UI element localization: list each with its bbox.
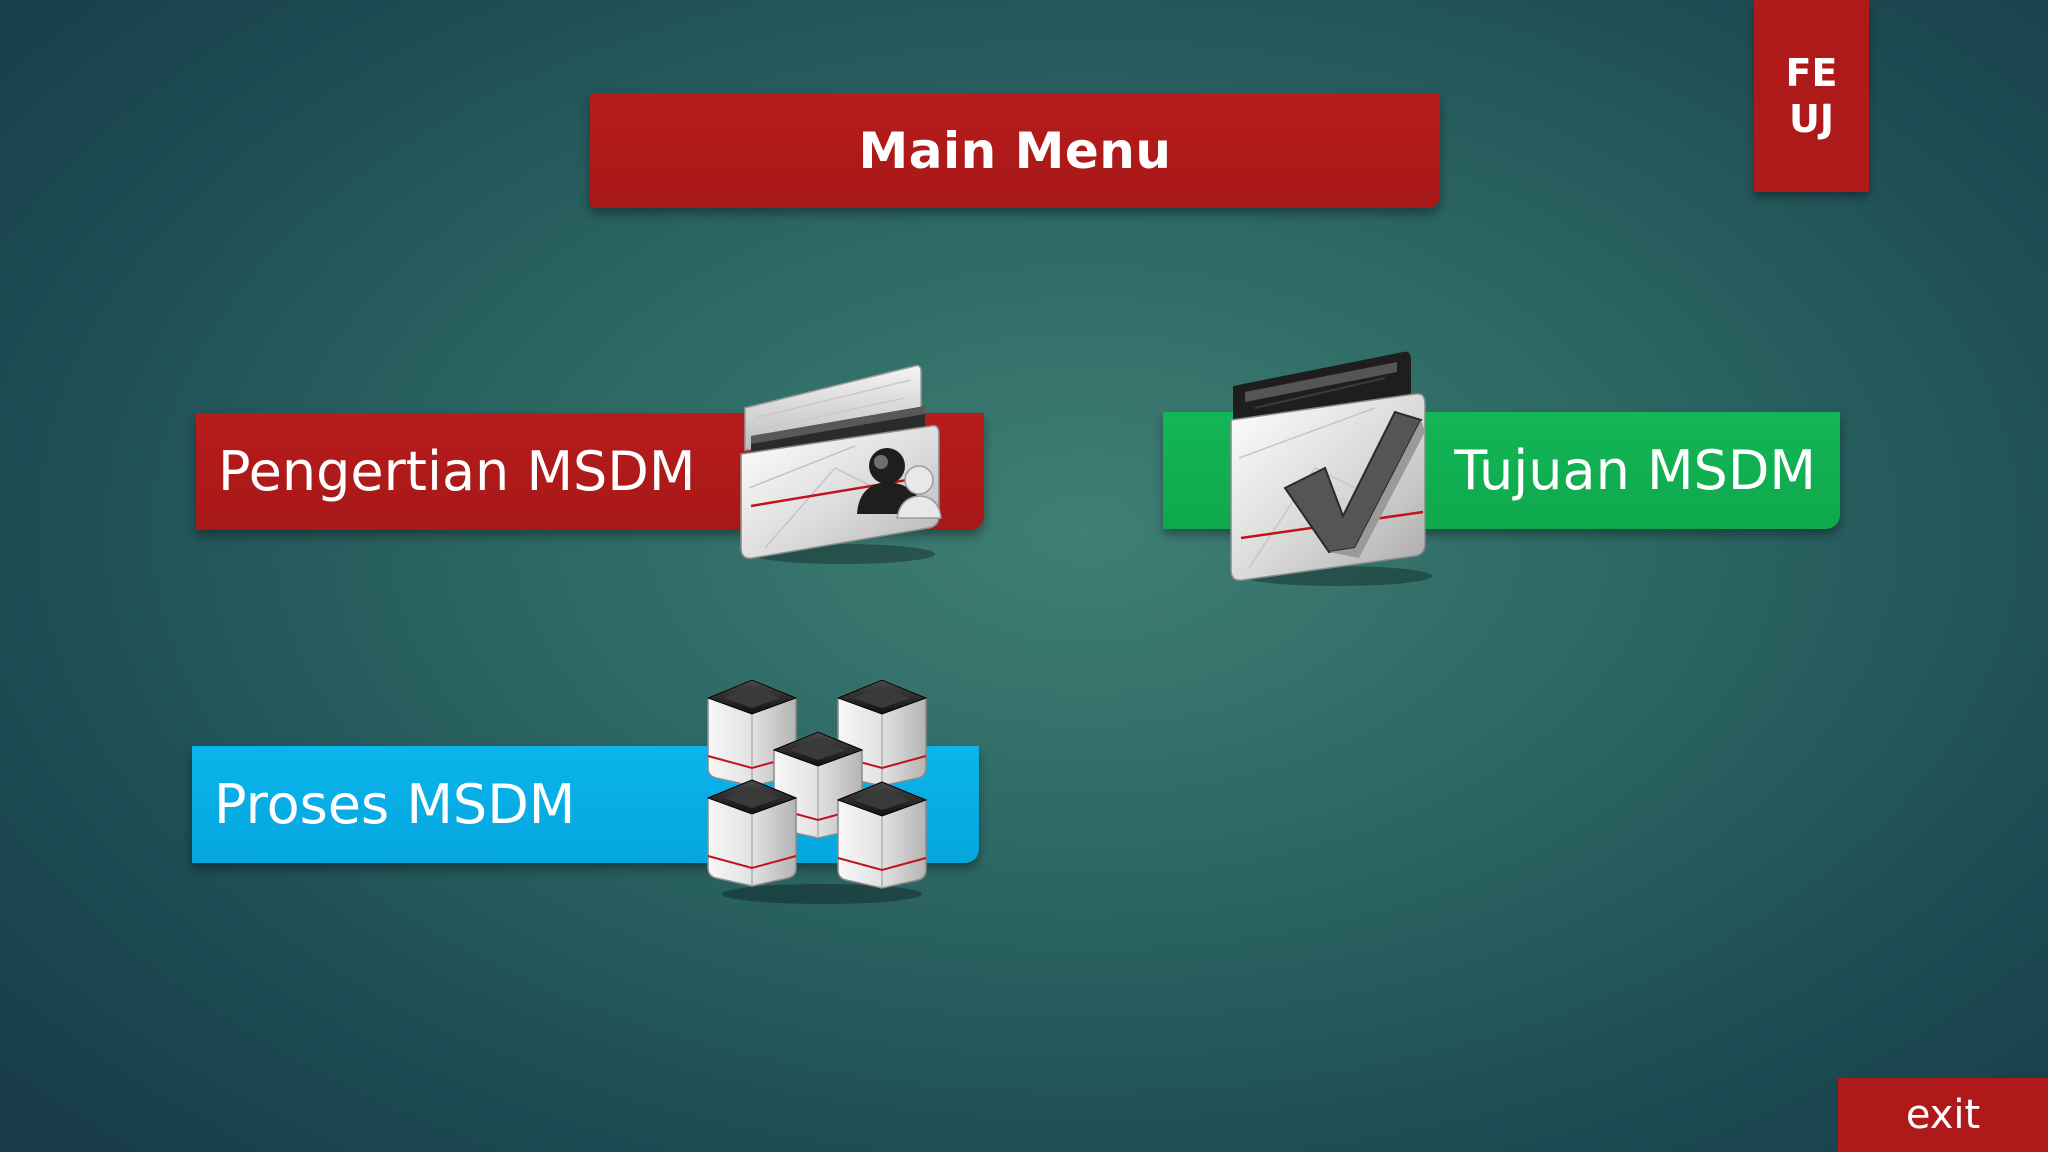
folder-user-icon[interactable] [735, 358, 945, 568]
badge-line-2: UJ [1789, 97, 1834, 141]
proses-msdm-label: Proses MSDM [214, 773, 576, 836]
cubes-icon[interactable] [700, 668, 940, 908]
badge-line-1: FE [1785, 51, 1838, 95]
page-title: Main Menu [858, 121, 1172, 180]
institution-badge: FE UJ [1754, 0, 1869, 192]
main-menu-title-bar: Main Menu [590, 93, 1440, 208]
tujuan-msdm-label: Tujuan MSDM [1454, 439, 1816, 502]
exit-button[interactable]: exit [1838, 1078, 2048, 1152]
pengertian-msdm-label: Pengertian MSDM [218, 440, 696, 503]
folder-check-icon[interactable] [1225, 348, 1440, 588]
exit-label: exit [1905, 1092, 1981, 1138]
